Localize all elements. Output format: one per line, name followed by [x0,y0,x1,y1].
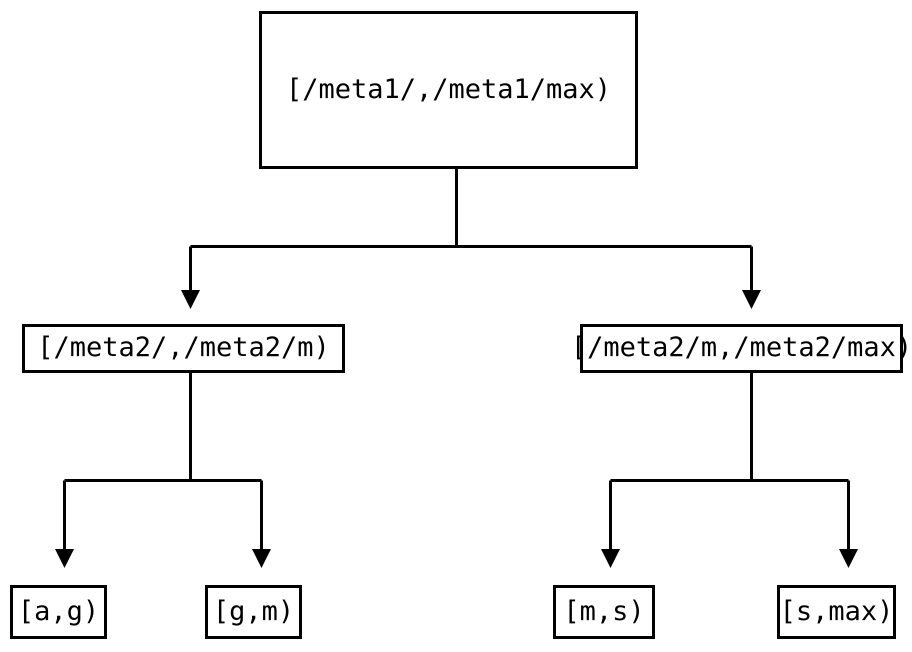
arrow-head-leaf-g-m [252,549,271,568]
node-root[interactable]: [/meta1/,/meta1/max) [259,11,638,169]
arrow-head-leaf-a-g [55,549,74,568]
node-leaf-s-max-label: [s,max) [779,595,894,627]
node-level2-left-label: [/meta2/,/meta2/m) [37,332,330,363]
node-leaf-g-m[interactable]: [g,m) [205,585,302,639]
node-leaf-m-s-label: [m,s) [563,595,645,627]
node-level2-right-label: [/meta2/m,/meta2/max) [570,332,912,363]
node-leaf-a-g[interactable]: [a,g) [10,585,107,639]
node-level2-right[interactable]: [/meta2/m,/meta2/max) [571,324,912,373]
arrow-head-level2-right [742,290,761,309]
arrow-head-leaf-s-max [839,549,858,568]
node-leaf-m-s[interactable]: [m,s) [553,585,655,639]
node-root-label: [/meta1/,/meta1/max) [285,73,612,105]
arrow-head-level2-left [181,290,200,309]
node-level2-left[interactable]: [/meta2/,/meta2/m) [22,324,345,373]
node-leaf-s-max[interactable]: [s,max) [777,585,896,639]
node-leaf-g-m-label: [g,m) [212,595,295,627]
node-leaf-a-g-label: [a,g) [17,595,100,627]
arrow-head-leaf-m-s [601,549,620,568]
